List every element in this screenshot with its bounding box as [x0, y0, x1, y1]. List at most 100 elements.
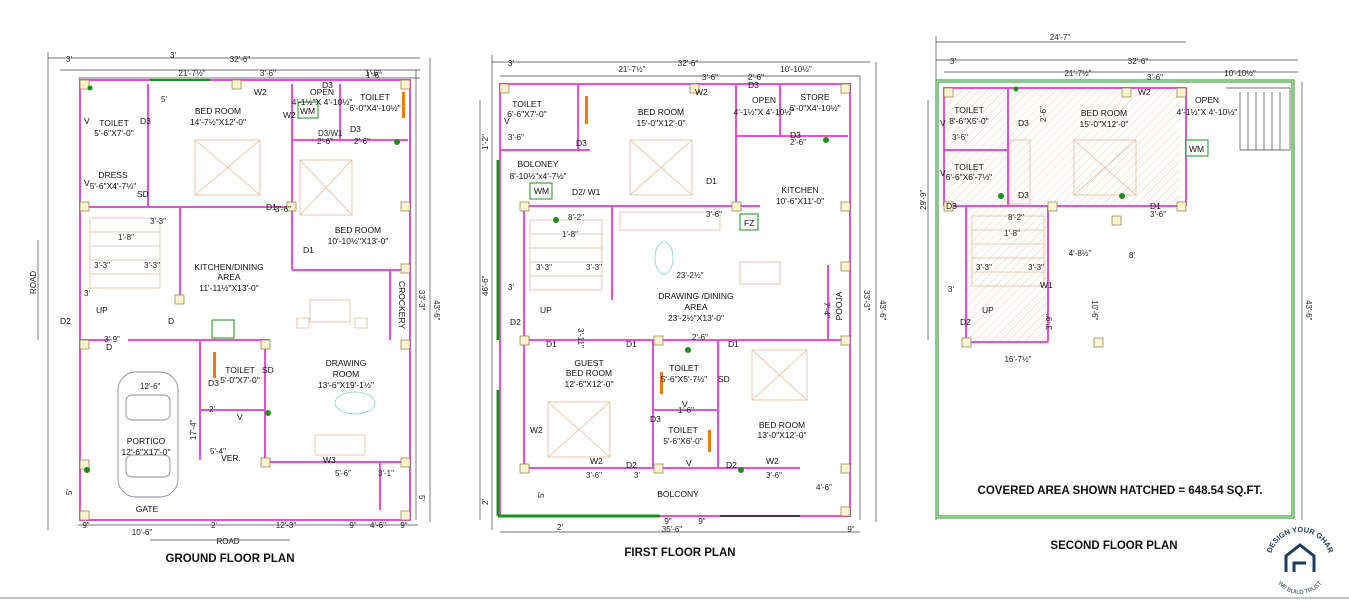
dim-text: 12'-3": [276, 521, 297, 530]
dim-text: 2'-6": [692, 333, 708, 342]
mark-d3: D3: [576, 138, 587, 148]
ground-kitchen-size: 11'-11½"X13'-0": [199, 283, 259, 293]
ground-floor-plan: TOILET 5'-6"X7'-0" BED ROOM 14'-7½"X12'-…: [29, 51, 441, 565]
mark-d: D: [168, 316, 174, 326]
mark-sd: SD: [718, 374, 730, 384]
first-orange-window-1: [585, 96, 588, 124]
mark-d1: D1: [706, 176, 717, 186]
ground-dimension-texts: 32'-6" 3' 21'-7½" 3'-6" 1'-6" 43'-6" 33'…: [29, 51, 441, 546]
second-dimension-texts: 24'-7" 32'-6" 3' 21'-7½" 3'-6" 10'-10½" …: [919, 33, 1313, 364]
second-bedroom-label: BED ROOM: [1081, 108, 1127, 118]
second-toilet2-size: 6'-6"X6'-7½": [946, 172, 993, 182]
first-pooja-label: POOJA: [834, 291, 844, 320]
dim-text: 2': [211, 521, 217, 530]
mark-d: D: [106, 342, 112, 352]
first-marks: WM FZ W2 W2 W2 W2 D3 D3 D3 D3 D1 D1 D1 D…: [504, 80, 801, 470]
second-toilet2-label: TOILET: [954, 162, 984, 172]
first-floor-title: FIRST FLOOR PLAN: [624, 547, 735, 559]
dim-text: 35'-6": [662, 525, 683, 534]
first-guest-bed: BED ROOM: [566, 368, 612, 378]
dim-text: 3'-3": [94, 261, 110, 270]
dim-text: 8': [1129, 251, 1135, 260]
first-furniture: [529, 139, 808, 458]
dim-text: 32'-6": [230, 55, 251, 64]
first-bedroom1-size: 15'-0"X12'-0": [637, 118, 686, 128]
mark-up: UP: [96, 305, 108, 315]
ground-portico-size: 12'-6"X17'-0": [122, 447, 171, 457]
ground-ver-label: VER.: [221, 453, 241, 463]
dim-text: 1'-6": [678, 406, 694, 415]
mark-up: UP: [540, 305, 552, 315]
dim-text: 3'-11": [576, 328, 585, 348]
first-bedroom1-label: BED ROOM: [638, 107, 684, 117]
mark-w2: W2: [590, 456, 603, 466]
dim-text: 16'-7½": [1004, 355, 1031, 364]
ground-bedroom2-size: 10'-10½"X13'-0": [328, 236, 389, 246]
first-toilet2-size: 5'-6"X5'-7½": [661, 374, 708, 384]
mark-v: V: [940, 168, 946, 178]
dim-text: 4'-6": [816, 483, 832, 492]
dim-text: 3': [950, 57, 956, 66]
dim-text: 5'-4": [210, 447, 226, 456]
ground-open-label: OPEN: [310, 87, 334, 97]
mark-d2: D2: [60, 316, 71, 326]
ground-toilet2-size: 6'-0"X4'-10½": [349, 103, 400, 113]
dim-text: 7'-4": [822, 302, 831, 318]
mark-v: V: [940, 118, 946, 128]
first-bedroom2-label: BED ROOM: [759, 420, 805, 430]
dim-text: 5': [537, 492, 546, 498]
mark-d1: D1: [266, 202, 277, 212]
dim-text: 43'-6": [1304, 300, 1313, 321]
second-marks: WM W2 W1 D3 D3 D3 D1 D2 V V UP: [940, 87, 1204, 327]
dim-text: 3': [84, 289, 90, 298]
dim-text: 4'-6": [370, 521, 386, 530]
first-bedroom2-size: 13'-0"X12'-0": [758, 430, 807, 440]
dim-text: 3'-6": [702, 73, 718, 82]
dim-text: 3'-3": [1028, 263, 1044, 272]
first-guest-size: 12'-6"X12'-0": [565, 379, 614, 389]
dim-text: 3'-6": [1147, 73, 1163, 82]
ground-furniture: [89, 139, 376, 456]
second-covered-hatch-top: [944, 88, 1180, 206]
ground-green-box: [211, 319, 235, 339]
mark-d3: D3: [748, 80, 759, 90]
road-label: ROAD: [216, 537, 239, 546]
dim-text: 5'-6": [335, 469, 351, 478]
dim-text: 3'-9": [1045, 314, 1054, 330]
second-columns: [943, 87, 1187, 348]
mark-d3: D3: [790, 130, 801, 140]
dim-text: 2': [557, 523, 563, 532]
first-dimension-lines: [479, 55, 877, 533]
dim-text: 3'-6": [275, 205, 291, 214]
mark-sd: SD: [137, 189, 149, 199]
mark-d3: D3: [350, 124, 361, 134]
first-store-label: STORE: [800, 92, 829, 102]
dim-text: 3'-1": [378, 469, 394, 478]
mark-wm: WM: [1189, 144, 1204, 154]
dim-text: 46'-6": [481, 275, 490, 296]
ground-drawing-size: 13'-6"X19'-1½": [318, 380, 374, 390]
dim-text: 8'-2": [1008, 213, 1024, 222]
ground-wm-box: [297, 101, 319, 119]
brand-logo: DESIGN YOUR GHAR WE BUILD TRUST: [1263, 523, 1337, 597]
dim-text: 43'-6": [878, 300, 887, 321]
ground-portico-label: PORTICO: [127, 436, 166, 446]
first-fz-box: [739, 213, 759, 231]
first-wm-box: [529, 182, 553, 200]
first-boloney-label: BOLONEY: [517, 159, 558, 169]
dim-text: 3': [634, 471, 640, 480]
ground-dimension-lines: [37, 52, 431, 541]
dim-text: 1'-2": [481, 134, 490, 150]
ground-orange-window-1: [402, 92, 405, 118]
dim-text: 1'-8": [1004, 229, 1020, 238]
first-toilet3-size: 5'-6"X6'-0": [663, 436, 703, 446]
dim-text: 3'-6": [586, 471, 602, 480]
ground-orange-window-2: [213, 352, 216, 378]
mark-d1: D1: [1150, 201, 1161, 211]
ground-toilet1-label: TOILET: [99, 118, 129, 128]
ground-dress-label: DRESS: [98, 170, 128, 180]
mark-v: V: [84, 178, 90, 188]
mark-wm: WM: [300, 106, 315, 116]
first-bolcony-label: BOLCONY: [657, 489, 699, 499]
